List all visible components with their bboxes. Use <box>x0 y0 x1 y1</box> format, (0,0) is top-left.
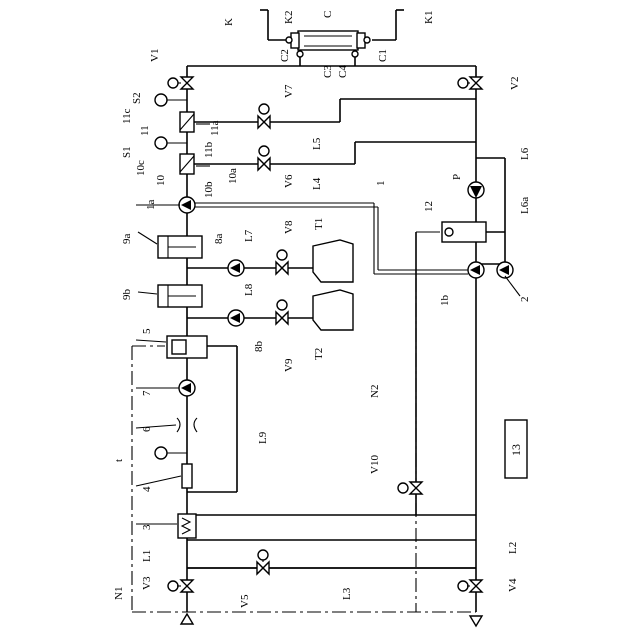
label-l2: L2 <box>507 542 519 554</box>
label-5: 5 <box>141 328 153 334</box>
label-v7: V7 <box>283 84 295 98</box>
label-v6: V6 <box>283 174 295 188</box>
label-10a: 10a <box>227 168 239 184</box>
label-t: t <box>113 459 125 462</box>
label-l1: L1 <box>141 550 153 562</box>
label-l9: L9 <box>257 431 269 444</box>
label-11b: 11b <box>203 141 215 158</box>
label-k1: K1 <box>423 11 435 24</box>
label-4: 4 <box>141 486 153 492</box>
label-11a: 11a <box>209 120 221 136</box>
label-c1: C1 <box>377 49 389 62</box>
valve-v10 <box>398 482 422 494</box>
label-k: K <box>223 18 235 26</box>
signal-lines <box>132 278 476 612</box>
label-s2: S2 <box>131 92 143 104</box>
pumps <box>179 182 513 396</box>
label-9a: 9a <box>121 234 133 245</box>
label-v1: V1 <box>149 49 161 62</box>
label-l7: L7 <box>243 229 255 242</box>
label-11: 11 <box>139 125 151 136</box>
label-9b: 9b <box>121 289 133 301</box>
label-11c: 11c <box>121 108 133 124</box>
label-l4: L4 <box>311 177 323 190</box>
label-l6a: L6a <box>519 197 531 214</box>
label-8b: 8b <box>253 341 265 353</box>
tanks <box>313 240 353 330</box>
label-1a: 1a <box>145 200 157 211</box>
valve-v5 <box>257 550 269 574</box>
label-13: 13 <box>509 444 523 456</box>
valve-v7 <box>258 104 270 128</box>
label-10b: 10b <box>203 181 215 198</box>
label-l8: L8 <box>243 283 255 296</box>
label-7: 7 <box>141 390 153 396</box>
label-n1: N1 <box>113 587 125 600</box>
label-k2: K2 <box>283 11 295 24</box>
label-6: 6 <box>141 426 153 432</box>
label-n2: N2 <box>369 385 381 398</box>
column-c <box>286 31 370 57</box>
label-v2: V2 <box>509 77 521 90</box>
label-t2: T2 <box>313 348 325 360</box>
label-c: C <box>322 11 334 18</box>
label-v4: V4 <box>507 578 519 592</box>
label-2: 2 <box>519 297 531 303</box>
label-c2: C2 <box>279 49 291 62</box>
label-10: 10 <box>155 175 167 187</box>
label-v8: V8 <box>283 220 295 234</box>
label-1b: 1b <box>439 295 451 307</box>
label-s1: S1 <box>121 146 133 158</box>
component-5 <box>167 336 207 358</box>
syringes <box>158 236 202 318</box>
label-p: P <box>451 174 463 180</box>
label-c3: C3 <box>322 65 334 78</box>
label-10c: 10c <box>135 160 147 176</box>
valve-v1 <box>168 77 193 89</box>
valve-v6 <box>258 146 270 170</box>
label-1: 1 <box>375 181 387 187</box>
component-12 <box>442 222 486 242</box>
label-c4: C4 <box>337 65 349 78</box>
sensors <box>155 94 187 459</box>
valve-v9 <box>276 300 288 324</box>
valve-v3 <box>168 580 193 592</box>
label-8a: 8a <box>213 234 225 245</box>
terminals <box>181 614 482 626</box>
label-l5: L5 <box>311 137 323 150</box>
label-v10: V10 <box>369 455 381 474</box>
label-v3: V3 <box>141 576 153 590</box>
label-t1: T1 <box>313 218 325 230</box>
component-4 <box>182 464 192 488</box>
heat-exchanger-3 <box>178 514 196 538</box>
label-v5: V5 <box>239 594 251 608</box>
label-v9: V9 <box>283 358 295 372</box>
label-l3: L3 <box>341 587 353 600</box>
valve-v4 <box>458 580 482 592</box>
label-3: 3 <box>141 524 153 530</box>
valve-v2 <box>458 77 482 89</box>
label-12: 12 <box>423 201 435 212</box>
valve-v8 <box>276 250 288 274</box>
label-l6: L6 <box>519 147 531 160</box>
